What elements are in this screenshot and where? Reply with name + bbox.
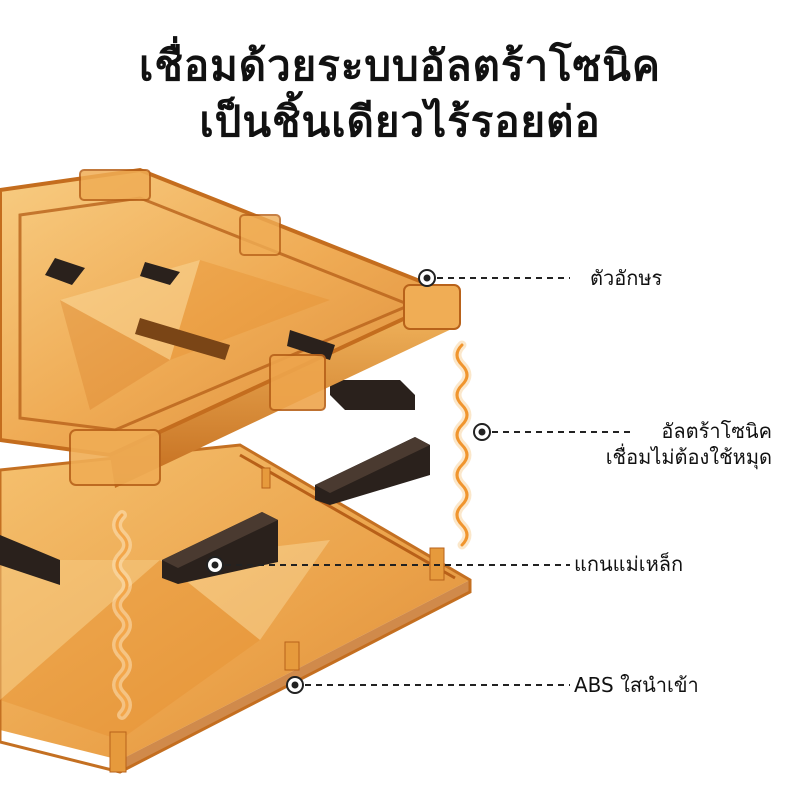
callout-magnet-marker	[206, 556, 570, 574]
headline: เชื่อมด้วยระบบอัลตร้าโซนิค เป็นชิ้นเดียว…	[0, 38, 800, 150]
callout-ultrasonic-line-2: เชื่อมไม่ต้องใช้หมุด	[605, 445, 772, 469]
headline-line-1: เชื่อมด้วยระบบอัลตร้าโซนิค	[139, 41, 661, 90]
bottom-tile	[0, 443, 472, 774]
callout-magnet-label: แกนแม่เหล็ก	[574, 552, 684, 576]
callout-letters-marker	[418, 269, 570, 287]
ultrasonic-wave-left	[112, 510, 132, 720]
top-tile	[0, 167, 461, 488]
callout-abs-marker	[286, 676, 570, 694]
callout-ultrasonic-line-1: อัลตร้าโซนิค	[661, 419, 772, 443]
magnet-cores	[0, 380, 430, 585]
callout-ultrasonic-marker	[473, 423, 632, 441]
callout-letters-label: ตัวอักษร	[590, 266, 663, 290]
callout-abs-label: ABS ใสนำเข้า	[574, 673, 699, 697]
headline-line-2: เป็นชิ้นเดียวไร้รอยต่อ	[199, 97, 601, 146]
callout-ultrasonic-label: อัลตร้าโซนิค เชื่อมไม่ต้องใช้หมุด	[606, 418, 772, 470]
ultrasonic-wave-right	[452, 340, 472, 550]
